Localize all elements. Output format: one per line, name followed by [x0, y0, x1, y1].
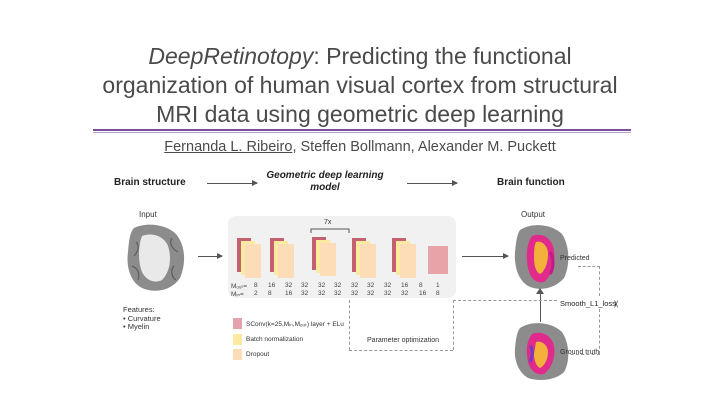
feature-curvature: Curvature	[127, 314, 161, 323]
legend-label-batchnorm: Batch normalization	[246, 336, 304, 343]
m-in-value: 16	[419, 290, 427, 297]
feedback-connector-left	[349, 300, 350, 350]
m-out-value: 8	[419, 282, 423, 289]
legend-label-conv: SConv(k=25,Mᵢₙ,Mₒᵤₜ) layer + ELu	[246, 321, 344, 328]
predicted-connector-h	[578, 266, 600, 267]
m-in-value: 32	[384, 290, 392, 297]
model-label-line-2: model	[310, 182, 340, 193]
repeat-label: 7x	[324, 219, 332, 226]
title-line-1: DeepRetinotopy: Predicting the functiona…	[0, 42, 720, 71]
ground-truth-connector-v	[599, 309, 600, 354]
loss-label: Smooth_L1_loss(	[560, 299, 619, 308]
m-out-value: 16	[268, 282, 276, 289]
output-label: Output	[521, 210, 546, 219]
legend-swatch-conv	[233, 318, 242, 329]
dropout-block	[360, 244, 376, 278]
m-in-value: 8	[268, 290, 272, 297]
m-in-value: 8	[436, 290, 440, 297]
m-out-value: 32	[384, 282, 392, 289]
brain-function-label: Brain function	[497, 177, 565, 188]
m-out-value: 32	[301, 282, 309, 289]
first-author: Fernanda L. Ribeiro	[164, 139, 293, 155]
arrow-structure-to-model	[207, 180, 258, 186]
title-line-1-rest: : Predicting the functional	[313, 43, 572, 69]
title-italic: DeepRetinotopy	[148, 43, 314, 69]
m-in-value: 32	[318, 290, 326, 297]
brain-structure-label: Brain structure	[114, 177, 186, 188]
m-out-value: 32	[334, 282, 342, 289]
features-label: Features:	[123, 305, 155, 314]
ground-truth-brain-image	[514, 323, 569, 380]
legend-swatch-dropout	[233, 349, 242, 360]
feedback-connector-bottom	[349, 350, 453, 351]
m-in-value: 32	[351, 290, 359, 297]
final-conv-block	[428, 246, 448, 274]
m-out-value: 16	[401, 282, 409, 289]
m-out-value: 32	[351, 282, 359, 289]
predicted-connector-v	[599, 266, 600, 296]
arrow-model-to-output	[462, 253, 509, 259]
m-out-value: 32	[285, 282, 293, 289]
arrow-up-shaft	[540, 292, 541, 322]
m-out-value: 1	[436, 282, 440, 289]
arrow-up-head	[536, 288, 544, 294]
m-in-value: 2	[254, 290, 258, 297]
parameter-optimization-label: Parameter optimization	[367, 337, 439, 344]
m-out-value: 32	[367, 282, 375, 289]
dropout-block	[320, 243, 336, 276]
arrow-input-to-model	[198, 253, 223, 259]
loss-close-paren: )	[614, 299, 617, 308]
m-out-label: Mₒᵤₜ=	[231, 283, 248, 290]
input-label: Input	[139, 210, 157, 219]
authors: Fernanda L. Ribeiro, Steffen Bollmann, A…	[0, 139, 720, 155]
feedback-connector-h	[453, 300, 557, 301]
m-in-value: 32	[334, 290, 342, 297]
m-in-value: 32	[301, 290, 309, 297]
title-divider	[93, 129, 631, 131]
network-panel	[228, 216, 456, 298]
model-label: Geometric deep learning model	[262, 170, 388, 194]
title-divider-thin	[93, 132, 631, 133]
title-line-3: MRI data using geometric deep learning	[156, 101, 564, 127]
m-out-value: 32	[318, 282, 326, 289]
repeat-bracket	[310, 228, 350, 233]
feature-myelin: Myelin	[127, 322, 150, 331]
other-authors: , Steffen Bollmann, Alexander M. Puckett	[292, 139, 556, 155]
input-brain-image	[127, 224, 185, 291]
m-in-value: 16	[285, 290, 293, 297]
legend-swatch-batchnorm	[233, 334, 242, 345]
slide-title: DeepRetinotopy: Predicting the functiona…	[0, 42, 720, 129]
predicted-brain-image	[514, 225, 569, 289]
ground-truth-connector-h	[560, 354, 600, 355]
m-in-value: 32	[401, 290, 409, 297]
legend-label-dropout: Dropout	[246, 351, 270, 358]
m-out-value: 8	[254, 282, 258, 289]
dropout-block	[245, 244, 261, 278]
feedback-connector-v	[453, 300, 454, 350]
feature-item: • Curvature	[123, 314, 161, 323]
feature-item: • Myelin	[123, 322, 150, 331]
arrow-model-to-function	[407, 180, 458, 186]
m-in-label: Mᵢₙ=	[231, 291, 244, 298]
predicted-label: Predicted	[560, 255, 590, 262]
model-label-line-1: Geometric deep learning	[266, 170, 384, 181]
dropout-block	[278, 244, 294, 278]
dropout-block	[400, 244, 416, 278]
m-in-value: 32	[367, 290, 375, 297]
title-line-2: organization of human visual cortex from…	[102, 72, 618, 98]
ground-truth-label: Ground truth	[560, 349, 600, 356]
